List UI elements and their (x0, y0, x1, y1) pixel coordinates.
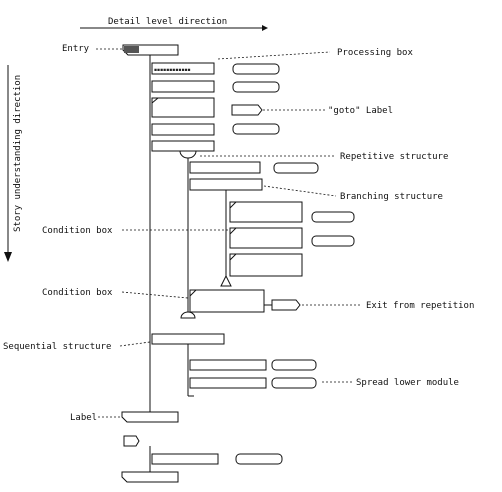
repetition-end-symbol (180, 311, 196, 319)
module-call-8 (271, 377, 317, 389)
sequential-box-2 (189, 377, 267, 389)
processing-box-1-text: ▪▪▪▪▪▪▪▪▪▪▪▪ (154, 68, 191, 73)
exit-box (121, 471, 179, 483)
goto-condition-box (151, 97, 215, 118)
repetition-start-symbol (179, 150, 197, 159)
processing-box-3 (151, 123, 215, 136)
branch-case-3-corner (229, 253, 237, 261)
module-call-3 (232, 123, 280, 135)
module-call-2 (232, 81, 280, 93)
sequential-header-box (151, 333, 225, 345)
repetition-processing-box (189, 161, 261, 174)
module-call-6 (311, 235, 355, 247)
repetition-header-box (151, 140, 215, 152)
processing-box-2 (151, 80, 215, 93)
module-call-5 (311, 211, 355, 223)
condition-box-label-1: Condition box (42, 226, 113, 236)
exit-target-box (271, 299, 301, 311)
module-call-9 (235, 453, 283, 465)
branching-structure-leader (263, 185, 337, 197)
branch-header-box (189, 178, 263, 191)
goto-label-text: "goto" Label (328, 106, 393, 116)
processing-box-1 (151, 62, 215, 75)
processing-box-leader (217, 51, 331, 60)
branch-end-symbol (220, 274, 232, 287)
sequential-box-1 (189, 359, 267, 371)
goto-condition-corner (151, 97, 159, 104)
entry-box-name (124, 46, 139, 53)
module-call-4 (273, 162, 319, 174)
exit-condition-box (189, 289, 265, 313)
spread-lower-module-label: Spread lower module (356, 378, 459, 388)
detail-direction-arrowhead (262, 25, 268, 31)
bottom-processing-box (151, 453, 219, 465)
module-call-1 (232, 63, 280, 75)
detail-direction-label: Detail level direction (108, 17, 227, 27)
condition-box-label-2: Condition box (42, 288, 113, 298)
story-direction-label: Story understanding direction (13, 75, 23, 232)
branching-structure-label: Branching structure (340, 192, 443, 202)
label-text: Label (70, 413, 97, 423)
bottom-label-box (123, 435, 140, 447)
branch-case-box-1 (229, 201, 303, 223)
repetitive-structure-label: Repetitive structure (340, 152, 448, 162)
entry-label: Entry (62, 44, 90, 54)
branch-case-2-corner (229, 227, 237, 235)
branch-case-box-3 (229, 253, 303, 277)
processing-box-label: Processing box (337, 48, 413, 58)
sequential-structure-leader (119, 341, 151, 347)
module-call-7 (271, 359, 317, 371)
sequential-structure-label: Sequential structure (3, 342, 111, 352)
branch-case-1-corner (229, 201, 237, 209)
condition-box-2-leader (121, 291, 189, 299)
exit-from-repetition-label: Exit from repetition (366, 301, 474, 311)
story-direction-arrowhead (4, 252, 12, 262)
goto-label-box (231, 104, 263, 116)
branch-case-box-2 (229, 227, 303, 249)
label-box (121, 411, 179, 423)
exit-condition-corner (189, 289, 197, 297)
